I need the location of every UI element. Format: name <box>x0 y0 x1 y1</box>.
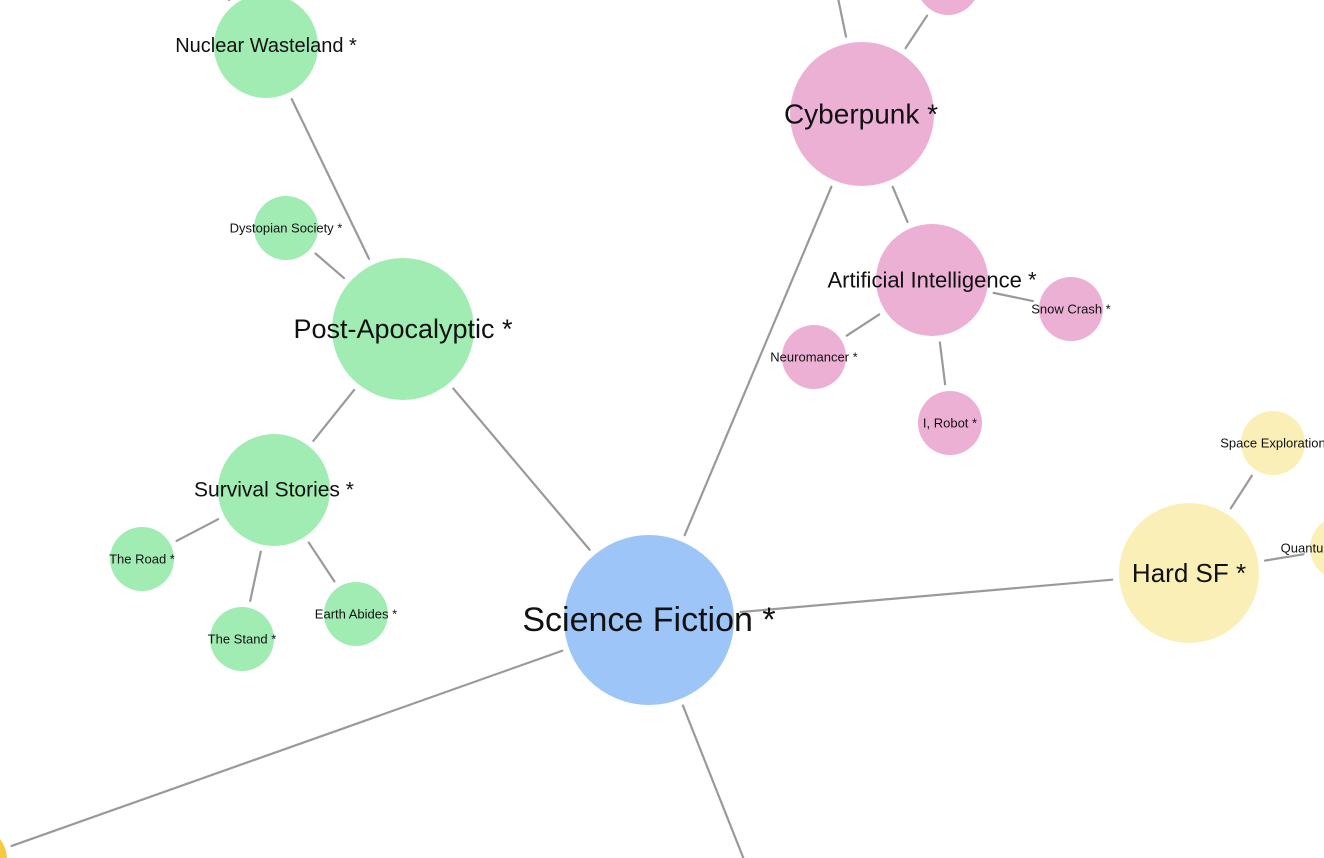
node-circle-post-apocalyptic[interactable] <box>332 258 474 400</box>
node-label-dystopian-society[interactable]: Dystopian Society * <box>230 221 343 236</box>
edge-survival-stories-earth-abides <box>307 541 336 583</box>
node-post-apocalyptic[interactable]: Post-Apocalyptic * <box>293 258 513 400</box>
edge-post-apocalyptic-nuclear-wasteland <box>290 98 371 260</box>
node-circle-dystopian-society[interactable] <box>254 196 318 260</box>
edge-artificial-intelligence-snow-crash <box>992 291 1034 303</box>
node-science-fiction[interactable]: Science Fiction * <box>522 535 776 705</box>
node-circle-artificial-intelligence[interactable] <box>876 224 988 336</box>
node-quantum[interactable]: Quantu <box>1281 516 1324 580</box>
node-label-space-exploration[interactable]: Space Exploration <box>1220 436 1324 451</box>
edges-layer <box>10 0 1305 858</box>
edge-cyberpunk-cyberpunk-child-top <box>904 14 929 50</box>
node-label-artificial-intelligence[interactable]: Artificial Intelligence * <box>827 268 1037 293</box>
node-the-stand[interactable]: The Stand * <box>208 607 277 671</box>
node-nuclear-wasteland[interactable]: Nuclear Wasteland * <box>175 0 357 98</box>
node-label-the-road[interactable]: The Road * <box>109 552 175 567</box>
node-circle-quantum[interactable] <box>1310 516 1324 580</box>
node-i-robot[interactable]: I, Robot * <box>918 391 982 455</box>
node-circle-survival-stories[interactable] <box>218 434 330 546</box>
node-snow-crash[interactable]: Snow Crash * <box>1031 277 1111 341</box>
edge-survival-stories-the-stand <box>249 550 262 602</box>
edge-post-apocalyptic-dystopian-society <box>314 252 346 280</box>
node-neuromancer[interactable]: Neuromancer * <box>770 325 858 389</box>
node-circle-cyberpunk-child-top[interactable] <box>917 0 979 15</box>
node-circle-snow-crash[interactable] <box>1039 277 1103 341</box>
edge-post-apocalyptic-survival-stories <box>312 388 356 442</box>
node-label-cyberpunk[interactable]: Cyberpunk * <box>784 99 938 130</box>
node-label-i-robot[interactable]: I, Robot * <box>923 416 977 431</box>
node-circle-space-exploration[interactable] <box>1241 411 1305 475</box>
node-label-post-apocalyptic[interactable]: Post-Apocalyptic * <box>293 314 513 344</box>
node-circle-cyberpunk[interactable] <box>790 42 934 186</box>
node-label-science-fiction[interactable]: Science Fiction * <box>522 601 775 639</box>
node-circle-offscreen-yellow[interactable] <box>0 825 7 858</box>
node-offscreen-yellow[interactable] <box>0 825 7 858</box>
node-circle-earth-abides[interactable] <box>324 582 388 646</box>
node-label-neuromancer[interactable]: Neuromancer * <box>770 350 857 365</box>
node-label-earth-abides[interactable]: Earth Abides * <box>315 607 397 622</box>
edge-science-fiction-offscreen-yellow <box>10 649 564 848</box>
node-circle-neuromancer[interactable] <box>782 325 846 389</box>
edge-artificial-intelligence-neuromancer <box>845 313 881 337</box>
edge-science-fiction-hard-sf <box>739 578 1114 614</box>
edge-cyberpunk-offscreen-top <box>837 0 848 38</box>
node-label-quantum[interactable]: Quantu <box>1281 541 1324 556</box>
node-circle-the-stand[interactable] <box>210 607 274 671</box>
edge-hard-sf-quantum <box>1263 553 1305 562</box>
node-cyberpunk[interactable]: Cyberpunk * <box>784 42 938 186</box>
node-circle-i-robot[interactable] <box>918 391 982 455</box>
node-label-snow-crash[interactable]: Snow Crash * <box>1031 302 1110 317</box>
node-label-hard-sf[interactable]: Hard SF * <box>1132 558 1246 588</box>
node-label-nuclear-wasteland[interactable]: Nuclear Wasteland * <box>175 35 357 57</box>
node-dystopian-society[interactable]: Dystopian Society * <box>230 196 343 260</box>
edge-hard-sf-space-exploration <box>1229 474 1253 510</box>
edge-survival-stories-the-road <box>175 518 220 543</box>
node-artificial-intelligence[interactable]: Artificial Intelligence * <box>827 224 1037 336</box>
node-circle-nuclear-wasteland[interactable] <box>214 0 318 98</box>
node-circle-hard-sf[interactable] <box>1119 503 1259 643</box>
node-label-the-stand[interactable]: The Stand * <box>208 632 277 647</box>
edge-cyberpunk-artificial-intelligence <box>891 185 909 224</box>
edge-science-fiction-post-apocalyptic <box>452 387 591 551</box>
node-circle-the-road[interactable] <box>110 527 174 591</box>
edge-artificial-intelligence-i-robot <box>938 341 947 386</box>
node-earth-abides[interactable]: Earth Abides * <box>315 582 397 646</box>
node-label-survival-stories[interactable]: Survival Stories * <box>194 479 354 502</box>
node-space-exploration[interactable]: Space Exploration <box>1220 411 1324 475</box>
node-the-road[interactable]: The Road * <box>109 527 175 591</box>
node-survival-stories[interactable]: Survival Stories * <box>194 434 354 546</box>
node-circle-science-fiction[interactable] <box>564 535 734 705</box>
edge-science-fiction-cyberpunk <box>683 185 833 537</box>
node-cyberpunk-child-top[interactable] <box>917 0 979 15</box>
edge-science-fiction-offscreen-bottom <box>681 704 745 858</box>
node-hard-sf[interactable]: Hard SF * <box>1119 503 1259 643</box>
